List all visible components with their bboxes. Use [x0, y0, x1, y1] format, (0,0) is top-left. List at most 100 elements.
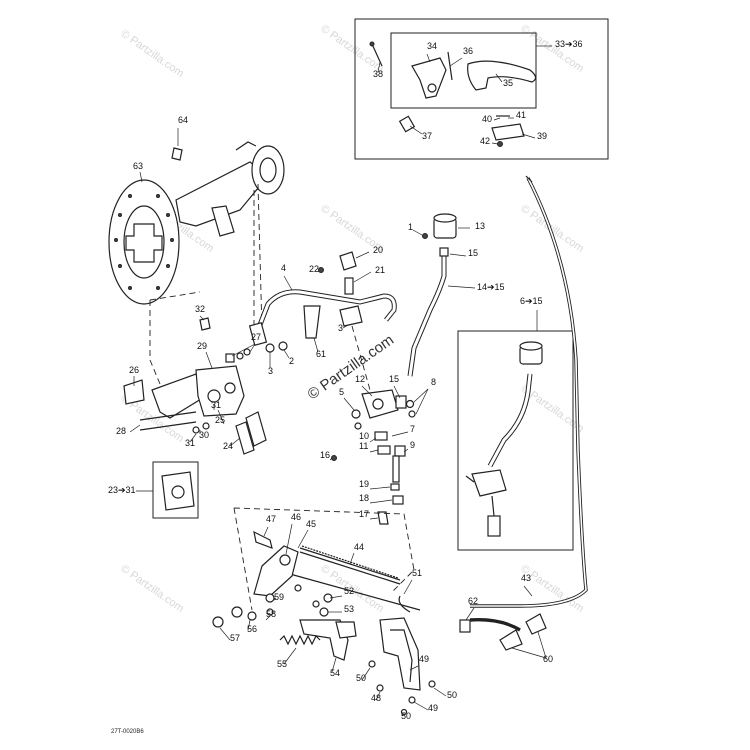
callout-c61: 61 — [316, 349, 326, 359]
pedal-assembly — [212, 507, 421, 673]
callout-c11: 11 — [359, 441, 368, 451]
callout-c46: 46 — [291, 512, 301, 522]
master-cylinder — [329, 385, 429, 525]
brake-hose — [236, 275, 397, 368]
callout-c50c: 50 — [401, 711, 411, 721]
callout-c15b: 15 — [389, 374, 399, 384]
callout-c40: 40 — [482, 114, 492, 124]
callout-c24: 24 — [223, 441, 233, 451]
callout-c47: 47 — [266, 514, 276, 524]
callout-c4: 4 — [281, 263, 286, 273]
callout-c54: 54 — [330, 668, 340, 678]
callout-c49b: 49 — [428, 703, 438, 713]
callout-c29: 29 — [197, 341, 207, 351]
callout-c18: 18 — [359, 493, 369, 503]
return-spring — [279, 634, 321, 646]
callout-c58: 58 — [266, 609, 276, 619]
callout-c41: 41 — [516, 110, 526, 120]
callout-c45: 45 — [306, 519, 316, 529]
callout-c37: 37 — [422, 131, 432, 141]
callout-c63: 63 — [133, 161, 143, 171]
callout-c38: 38 — [373, 69, 383, 79]
callout-c33: 33➔36 — [555, 39, 583, 49]
callout-c56: 56 — [247, 624, 257, 634]
callout-c10: 10 — [359, 431, 369, 441]
callout-c49a: 49 — [419, 654, 429, 664]
callout-c42: 42 — [480, 136, 490, 146]
callout-c25: 25 — [215, 415, 225, 425]
callout-c3b: 3 — [268, 366, 273, 376]
callout-c43: 43 — [521, 573, 531, 583]
brake-caliper — [123, 315, 267, 455]
callout-c17: 17 — [359, 509, 369, 519]
callout-c35: 35 — [503, 78, 513, 88]
reservoir-kit-box — [457, 310, 574, 551]
callout-c27: 27 — [251, 332, 261, 342]
callout-c2: 2 — [289, 356, 294, 366]
caliper-kit-box — [136, 461, 199, 519]
callout-c5: 5 — [339, 387, 344, 397]
callout-c50a: 50 — [356, 673, 366, 683]
fluid-reservoir — [407, 213, 476, 377]
drawing-code: 27T-0020B6 — [111, 729, 144, 735]
bracket-plate — [379, 617, 421, 691]
callout-c6: 6➔15 — [520, 296, 543, 306]
callout-c60: 60 — [543, 654, 553, 664]
callout-c39: 39 — [537, 131, 547, 141]
callout-c16: 16 — [320, 450, 330, 460]
caliper-bracket — [151, 373, 207, 419]
watermark: © Partzilla.com — [518, 203, 586, 255]
brake-disc-assembly — [108, 128, 285, 385]
callout-c52: 52 — [344, 586, 354, 596]
callout-c64: 64 — [178, 115, 188, 125]
watermark: © Partzilla.com — [118, 563, 186, 615]
callout-c28: 28 — [116, 426, 126, 436]
callout-c48: 48 — [371, 693, 381, 703]
callout-c32: 32 — [195, 304, 205, 314]
brake-cable — [459, 175, 588, 659]
callout-c14: 14➔15 — [477, 282, 505, 292]
watermark: © Partzilla.com — [318, 23, 386, 75]
brake-lever — [467, 60, 537, 91]
callout-c20: 20 — [373, 245, 383, 255]
callout-c36: 36 — [463, 46, 473, 56]
callout-c57: 57 — [230, 633, 240, 643]
callout-c12: 12 — [355, 374, 365, 384]
hand-lever-kit-frame — [354, 18, 609, 160]
callout-c9: 9 — [410, 440, 415, 450]
master-cylinder-body — [411, 57, 447, 99]
callout-c15a: 15 — [468, 248, 478, 258]
brake-pad — [235, 421, 255, 455]
callout-c31a: 31 — [211, 400, 221, 410]
callout-c62: 62 — [468, 596, 478, 606]
callout-c30: 30 — [199, 430, 209, 440]
brake-pad — [245, 411, 267, 447]
callout-c3a: 3 — [338, 323, 343, 333]
watermark: © Partzilla.com — [118, 28, 186, 80]
hose-clamp — [303, 305, 321, 339]
callout-c34: 34 — [427, 41, 437, 51]
junction-fittings — [318, 251, 372, 391]
callout-c1: 1 — [408, 222, 413, 232]
callout-c59: 59 — [274, 592, 284, 602]
callout-c23: 23➔31 — [108, 485, 136, 495]
callout-c50b: 50 — [447, 690, 457, 700]
callout-c31b: 31 — [185, 438, 195, 448]
callout-c21: 21 — [375, 265, 385, 275]
wheel-hub-shaft — [175, 161, 269, 227]
callout-c26: 26 — [129, 365, 139, 375]
callout-c19: 19 — [359, 479, 369, 489]
callout-c55: 55 — [277, 659, 287, 669]
brake-switch-bracket — [491, 123, 525, 141]
pedal-bracket — [361, 617, 447, 717]
hand-lever-parts — [369, 41, 537, 147]
callout-c7: 7 — [410, 424, 415, 434]
callout-c44: 44 — [354, 542, 364, 552]
callout-c53: 53 — [344, 604, 354, 614]
callout-c8: 8 — [431, 377, 436, 387]
callout-c22: 22 — [309, 264, 319, 274]
caliper-body — [195, 365, 245, 417]
pedal-arm — [253, 545, 299, 597]
